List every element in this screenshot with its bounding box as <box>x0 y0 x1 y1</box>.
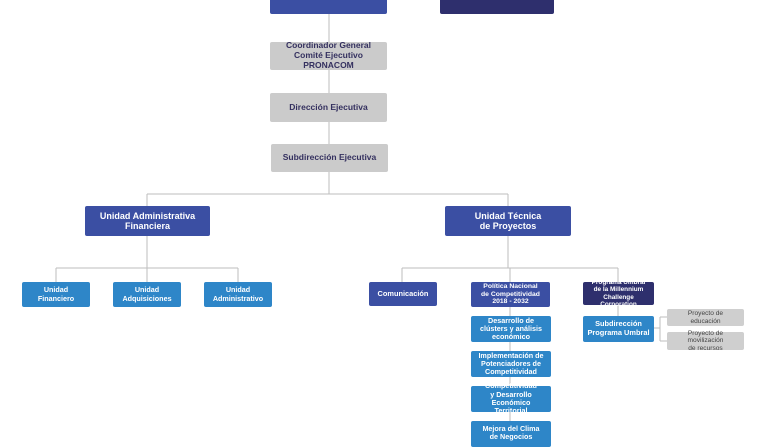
subdireccion-umbral-box: Subdirección Programa Umbral <box>583 316 654 342</box>
direccion-ejecutiva-box: Dirección Ejecutiva <box>270 93 387 122</box>
top-navy-box <box>440 0 554 14</box>
clusters-box: Desarrollo de clústers y análisis económ… <box>471 316 551 342</box>
coordinador-general-box: Coordinador General Comité Ejecutivo PRO… <box>270 40 387 70</box>
unidad-financiero-box: Unidad Financiero <box>22 282 90 307</box>
comunicacion-box: Comunicación <box>369 282 437 306</box>
proyecto-educacion-box: Proyecto de educación <box>667 309 744 326</box>
territorial-box: Competitividad y Desarrollo Económico Te… <box>471 382 551 415</box>
unidad-tecnica-box: Unidad Técnica de Proyectos <box>445 206 571 236</box>
potenciadores-box: Implementación de Potenciadores de Compe… <box>471 351 551 377</box>
politica-nacional-box: Política Nacional de Competitividad 2018… <box>471 282 550 307</box>
unidad-adquisiciones-box: Unidad Adquisiciones <box>113 282 181 307</box>
top-blue-box <box>270 0 387 14</box>
unidad-administrativo-box: Unidad Administrativo <box>204 282 272 307</box>
programa-umbral-box: Programa Umbral de la Millennium Challen… <box>583 279 654 308</box>
proyecto-recursos-box: Proyecto de movilización de recursos <box>667 330 744 352</box>
clima-negocios-box: Mejora del Clima de Negocios <box>471 421 551 447</box>
subdireccion-ejecutiva-box: Subdirección Ejecutiva <box>271 144 388 172</box>
unidad-administrativa-box: Unidad Administrativa Financiera <box>85 206 210 236</box>
